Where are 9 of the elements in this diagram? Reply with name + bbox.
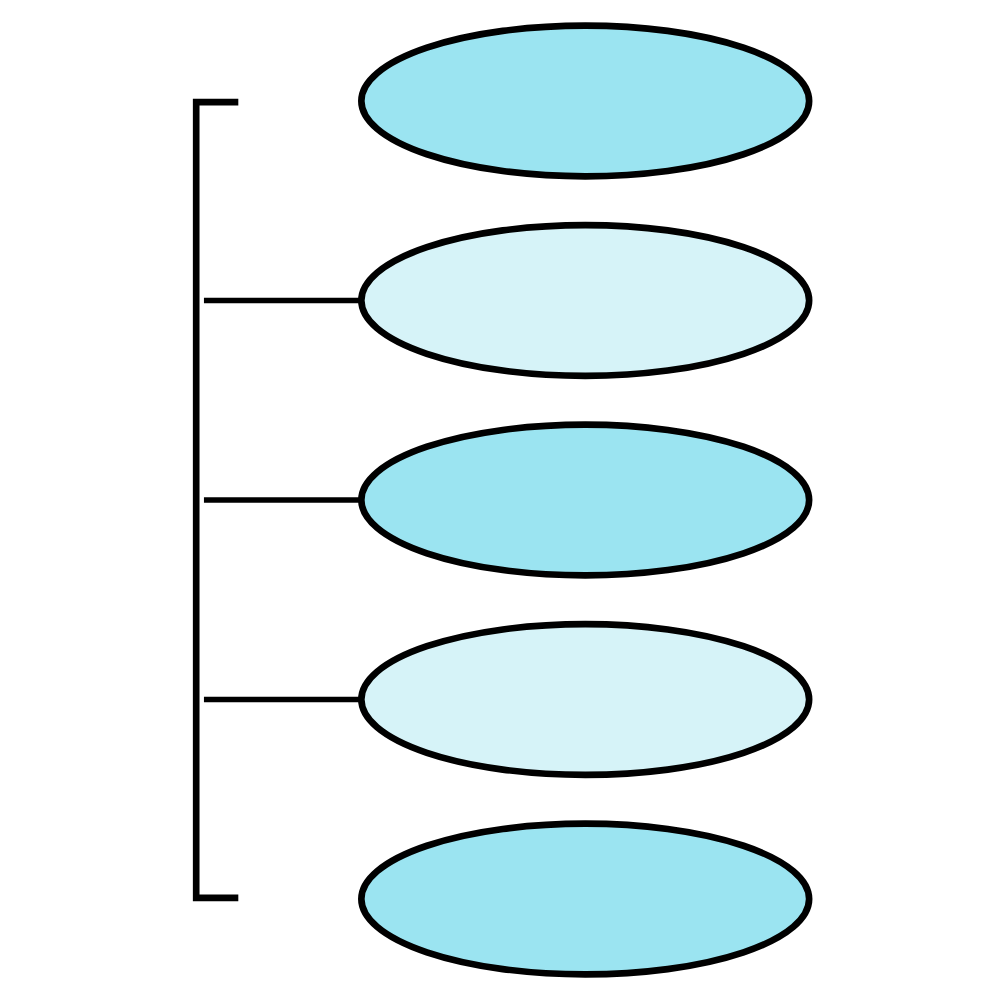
node-ellipse [357, 421, 812, 579]
node-bracket [191, 98, 238, 902]
connector [202, 696, 360, 703]
connector [202, 297, 360, 304]
node-ellipse [357, 221, 812, 380]
connector [202, 497, 360, 503]
node-ellipse [357, 820, 812, 978]
node-ellipse [357, 620, 812, 779]
node-ellipse [357, 22, 812, 180]
